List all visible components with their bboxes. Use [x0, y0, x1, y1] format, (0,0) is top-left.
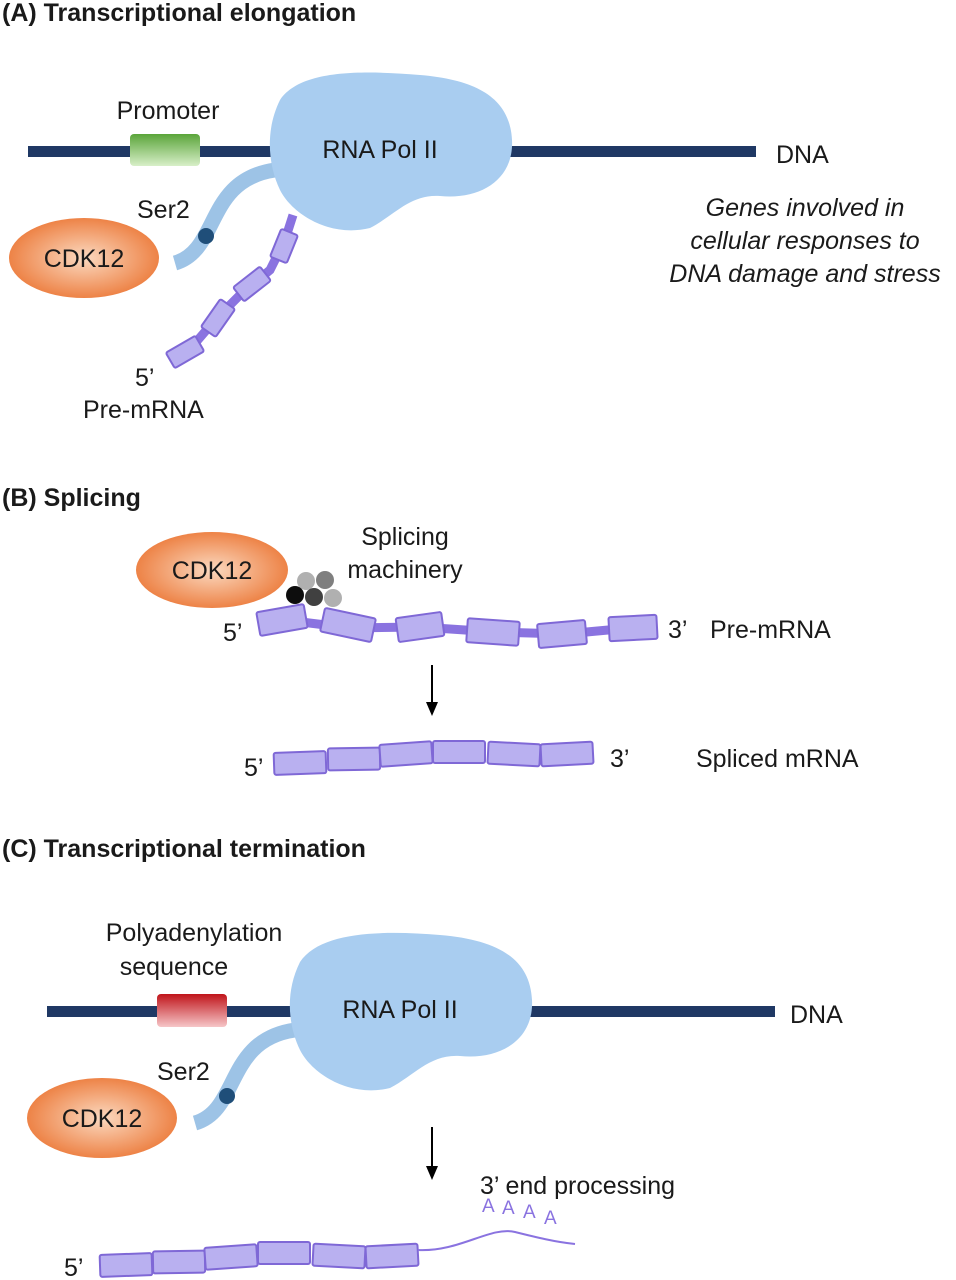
ser2-phosphate — [198, 228, 214, 244]
pol-ii-ctd-tail — [172, 162, 277, 271]
panel-c-heading: (C) Transcriptional termination — [2, 835, 366, 863]
panel-b-heading: (B) Splicing — [2, 484, 141, 512]
cdk12-label: CDK12 — [44, 245, 125, 273]
poly-a-letter: A — [523, 1202, 536, 1223]
three-prime-label: 3’ — [668, 616, 687, 644]
gene-note-line-1: Genes involved in — [706, 194, 905, 222]
rna-pol-ii-label: RNA Pol II — [322, 136, 437, 164]
cdk12-label: CDK12 — [62, 1105, 143, 1133]
poly-a-letter: A — [502, 1198, 515, 1219]
panel-a: (A) Transcriptional elongation Promoter … — [2, 0, 941, 424]
cdk12-label: CDK12 — [172, 557, 253, 585]
poly-a-letter: A — [544, 1208, 557, 1229]
gene-note-line-2: cellular responses to — [690, 227, 919, 255]
spliced-three-prime-label: 3’ — [610, 745, 629, 773]
five-prime-label: 5’ — [135, 364, 154, 392]
ser2-label: Ser2 — [157, 1058, 210, 1086]
polyadenylation-site-box — [157, 994, 227, 1027]
spliced-mrna-strand — [272, 740, 595, 776]
pre-mrna-strand — [255, 603, 659, 649]
promoter-label: Promoter — [117, 97, 220, 125]
dna-label: DNA — [776, 141, 829, 169]
panel-c: (C) Transcriptional termination Polyaden… — [2, 835, 843, 1280]
cdk12-ellipse — [9, 218, 159, 298]
panel-a-heading: (A) Transcriptional elongation — [2, 0, 356, 27]
pol-ii-ctd-tail — [192, 1022, 297, 1131]
ser2-label: Ser2 — [137, 196, 190, 224]
end-processing-label: 3’ end processing — [480, 1172, 675, 1200]
five-prime-label: 5’ — [223, 619, 242, 647]
poly-a-tail-line — [417, 1230, 576, 1252]
polya-sequence-line-1: Polyadenylation — [106, 919, 283, 947]
splicing-machinery-line-1: Splicing — [361, 523, 449, 551]
promoter-box — [130, 134, 200, 166]
process-arrow — [426, 1127, 438, 1180]
panel-b: (B) Splicing CDK12 Splicing machinery 5’… — [2, 484, 859, 782]
cdk12-ellipse — [136, 532, 288, 608]
spliced-five-prime-label: 5’ — [244, 754, 263, 782]
five-prime-label: 5’ — [64, 1254, 83, 1280]
rna-pol-ii-blob — [289, 932, 533, 1091]
spliceosome-particles — [286, 571, 342, 607]
rna-pol-ii-label: RNA Pol II — [342, 996, 457, 1024]
pre-mrna-label: Pre-mRNA — [710, 616, 831, 644]
polya-sequence-line-2: sequence — [120, 953, 228, 981]
nascent-pre-mrna — [165, 213, 299, 369]
poly-a-letter: A — [482, 1196, 495, 1217]
cdk12-ellipse — [27, 1078, 177, 1158]
spliced-mrna-label: Spliced mRNA — [696, 745, 859, 773]
splicing-machinery-line-2: machinery — [347, 556, 463, 584]
ser2-phosphate — [219, 1088, 235, 1104]
gene-note-line-3: DNA damage and stress — [669, 260, 940, 288]
mature-mrna-strand — [98, 1230, 576, 1278]
pre-mrna-label: Pre-mRNA — [83, 396, 204, 424]
rna-pol-ii-blob — [269, 72, 513, 231]
process-arrow — [426, 665, 438, 716]
dna-label: DNA — [790, 1001, 843, 1029]
